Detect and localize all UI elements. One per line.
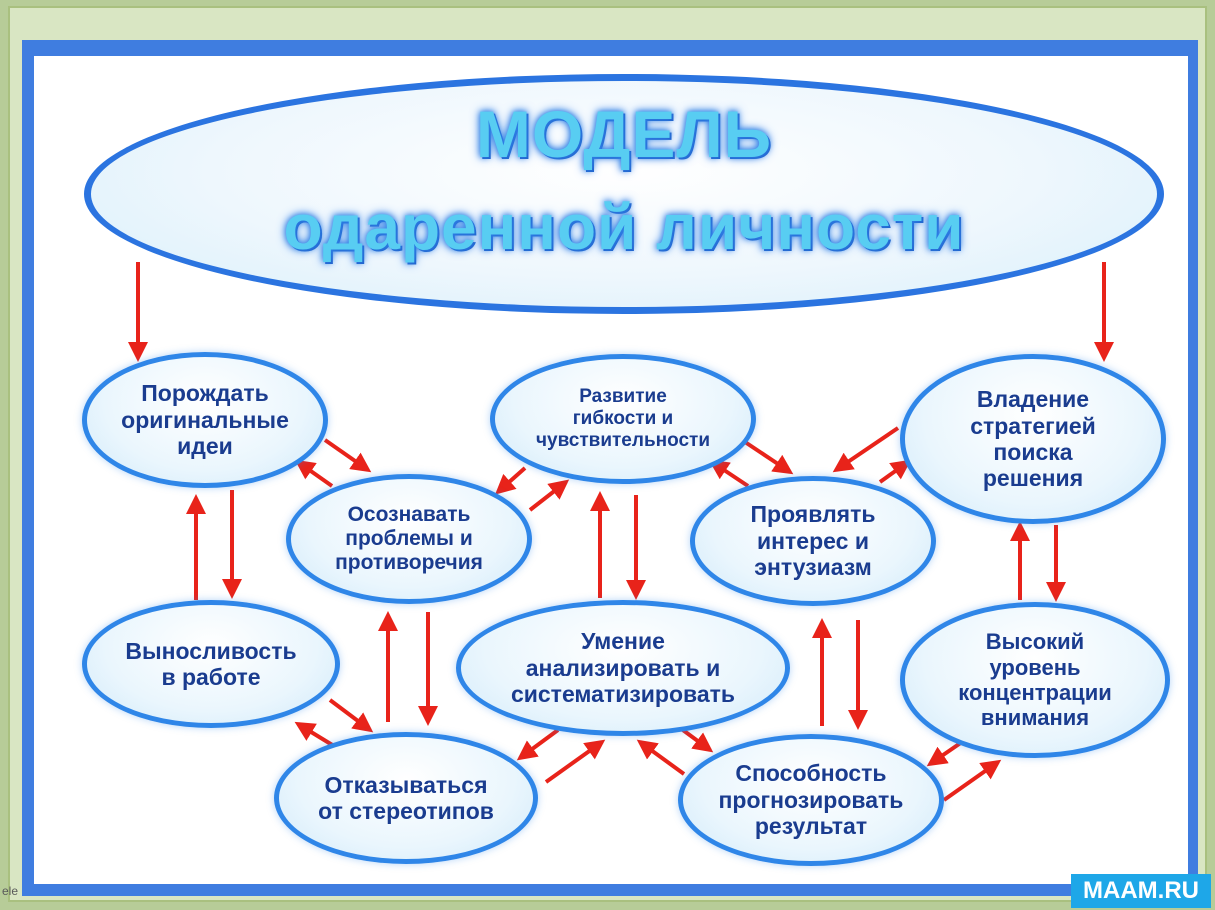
arrow-forecast-to-concentration: [942, 759, 1002, 802]
arrow-aware-to-generate: [294, 459, 334, 488]
arrow-strategy-to-interest-2: [878, 459, 912, 484]
arrow-flex-to-interest: [743, 440, 794, 475]
node-analyze: Умение анализировать и систематизировать: [456, 600, 790, 736]
node-flexibility: Развитие гибкости и чувствительности: [490, 354, 756, 484]
arrow-endurance-to-reject: [328, 698, 374, 733]
node-interest: Проявлять интерес и энтузиазм: [690, 476, 936, 606]
arrow-aware-to-flex: [528, 479, 570, 512]
arrow-flex-to-aware: [495, 466, 527, 495]
node-generate-ideas: Порождать оригинальные идеи: [82, 352, 328, 488]
arrow-concentration-to-forecast: [926, 740, 964, 767]
arrow-analyze-to-reject: [516, 728, 560, 761]
arrow-reject-to-endurance: [294, 721, 336, 748]
node-forecast: Способность прогнозировать результат: [678, 734, 944, 866]
arrow-forecast-to-analyze: [636, 739, 686, 776]
title-ellipse: [84, 74, 1164, 314]
arrow-interest-to-flex: [708, 459, 750, 488]
arrow-generate-to-aware: [323, 438, 372, 473]
node-aware-problems: Осознавать проблемы и противоречия: [286, 474, 532, 604]
arrow-strategy-to-interest-1: [832, 426, 900, 473]
stray-text: ele: [2, 884, 19, 898]
title-line-1: МОДЕЛЬ: [475, 97, 773, 171]
arrow-reject-to-analyze: [544, 739, 606, 784]
node-endurance: Выносливость в работе: [82, 600, 340, 728]
node-strategy: Владение стратегией поиска решения: [900, 354, 1166, 524]
title-line-2: одаренной личности: [283, 191, 965, 263]
node-concentration: Высокий уровень концентрации внимания: [900, 602, 1170, 758]
watermark: MAAM.RU: [1071, 874, 1211, 908]
node-reject-stereotypes: Отказываться от стереотипов: [274, 732, 538, 864]
